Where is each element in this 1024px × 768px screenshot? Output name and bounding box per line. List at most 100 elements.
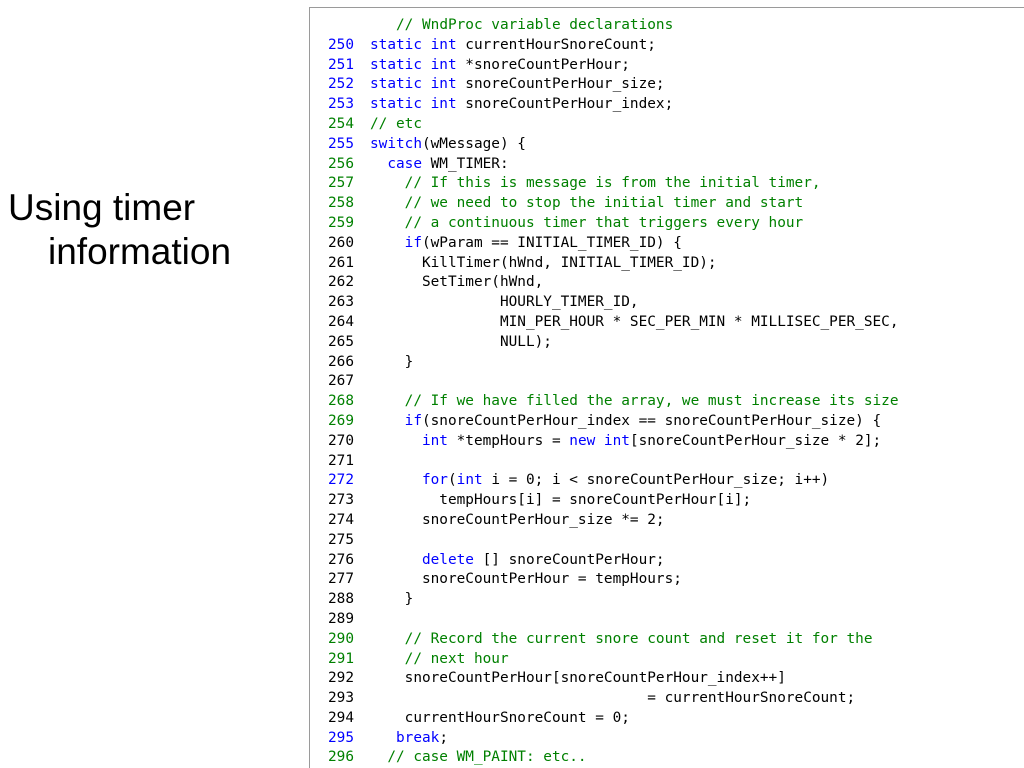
- code-token: // WndProc variable declarations: [396, 17, 674, 33]
- line-number: 256: [328, 155, 354, 172]
- line-number: 263: [328, 294, 354, 311]
- line-number: 255: [328, 135, 354, 152]
- code-token: new int: [569, 432, 630, 449]
- code-line: 253 static int snoreCountPerHour_index;: [328, 95, 899, 115]
- code-token: [370, 413, 405, 429]
- line-number: 273: [328, 492, 354, 509]
- code-token: snoreCountPerHour_size *= 2;: [370, 511, 665, 528]
- code-token: // we need to stop the initial timer and…: [404, 195, 804, 212]
- code-token: currentHourSnoreCount;: [456, 36, 656, 53]
- code-line: 267: [328, 372, 899, 392]
- line-number: 294: [328, 709, 354, 726]
- code-token: [370, 215, 405, 231]
- line-number: 296: [328, 749, 354, 766]
- code-token: delete: [421, 551, 474, 568]
- code-line: 271: [328, 452, 899, 472]
- code-token: KillTimer(hWnd, INITIAL_TIMER_ID);: [370, 254, 717, 271]
- code-line: 272 for(int i = 0; i < snoreCountPerHour…: [328, 471, 899, 491]
- code-token: *tempHours =: [447, 432, 570, 449]
- code-token: // etc: [370, 115, 422, 132]
- line-number: 274: [328, 511, 354, 528]
- code-token: [370, 631, 405, 647]
- slide-title: Using timer information: [8, 186, 298, 274]
- code-token: int: [421, 432, 448, 449]
- line-number: 264: [328, 313, 354, 330]
- line-number: 251: [328, 56, 354, 73]
- code-token: [370, 651, 405, 667]
- code-token: // If we have filled the array, we must …: [404, 393, 899, 410]
- code-token: }: [370, 591, 414, 608]
- line-number: 277: [328, 571, 354, 588]
- code-line: 288 }: [328, 590, 899, 610]
- code-token: [370, 472, 422, 488]
- code-listing-panel: // WndProc variable declarations 250 stati…: [309, 7, 1024, 768]
- code-token: if: [404, 412, 422, 429]
- line-number: 289: [328, 610, 354, 627]
- slide-title-line-1: Using timer: [8, 187, 196, 228]
- code-line: 293 = currentHourSnoreCount;: [328, 689, 899, 709]
- line-number: 258: [328, 195, 354, 212]
- code-token: MIN_PER_HOUR * SEC_PER_MIN * MILLISEC_PE…: [370, 313, 899, 330]
- line-number: 266: [328, 353, 354, 370]
- code-token: [370, 17, 396, 33]
- code-line: 296 // case WM_PAINT: etc..: [328, 748, 899, 768]
- code-line: 294 currentHourSnoreCount = 0;: [328, 709, 899, 729]
- code-token: static int: [370, 96, 457, 113]
- code-line: 289: [328, 610, 899, 630]
- code-token: static int: [370, 36, 457, 53]
- code-token: static int: [370, 56, 457, 73]
- code-token: // next hour: [404, 650, 509, 667]
- line-number: 252: [328, 76, 354, 93]
- line-number: 272: [328, 472, 354, 489]
- slide-title-line-2: information: [48, 231, 232, 272]
- code-line: 292 snoreCountPerHour[snoreCountPerHour_…: [328, 669, 899, 689]
- code-line: 261 KillTimer(hWnd, INITIAL_TIMER_ID);: [328, 254, 899, 274]
- line-number: 291: [328, 650, 354, 667]
- code-token: = currentHourSnoreCount;: [370, 690, 856, 707]
- code-token: [370, 730, 396, 746]
- code-line: // WndProc variable declarations: [328, 16, 899, 36]
- code-line: 258 // we need to stop the initial timer…: [328, 194, 899, 214]
- code-token: static int: [370, 76, 457, 93]
- line-number: 275: [328, 531, 354, 548]
- code-token: [370, 156, 387, 172]
- code-token: snoreCountPerHour_index;: [456, 96, 674, 113]
- code-token: [370, 393, 405, 409]
- code-line: 273 tempHours[i] = snoreCountPerHour[i];: [328, 491, 899, 511]
- code-line: 291 // next hour: [328, 650, 899, 670]
- code-token: WM_TIMER:: [421, 155, 509, 172]
- code-token: (: [447, 472, 457, 489]
- code-line: 265 NULL);: [328, 333, 899, 353]
- code-token: switch: [370, 135, 422, 152]
- code-token: (snoreCountPerHour_index == snoreCountPe…: [421, 412, 882, 429]
- code-line: 268 // If we have filled the array, we m…: [328, 392, 899, 412]
- line-number: 269: [328, 412, 354, 429]
- line-number: 267: [328, 373, 354, 390]
- code-token: }: [370, 353, 414, 370]
- code-token: [370, 433, 422, 449]
- code-token: [370, 235, 405, 251]
- code-line: 262 SetTimer(hWnd,: [328, 273, 899, 293]
- code-token: [370, 552, 422, 568]
- code-token: // a continuous timer that triggers ever…: [404, 214, 804, 231]
- code-token: i = 0; i < snoreCountPerHour_size; i++): [482, 472, 830, 489]
- code-line: 275: [328, 531, 899, 551]
- code-token: // Record the current snore count and re…: [404, 630, 873, 647]
- code-line: 263 HOURLY_TIMER_ID,: [328, 293, 899, 313]
- line-number: 257: [328, 175, 354, 192]
- code-token: [370, 195, 405, 211]
- code-token: currentHourSnoreCount = 0;: [370, 709, 630, 726]
- code-token: case: [387, 155, 422, 172]
- code-line: 259 // a continuous timer that triggers …: [328, 214, 899, 234]
- code-line: 277 snoreCountPerHour = tempHours;: [328, 570, 899, 590]
- code-line: 264 MIN_PER_HOUR * SEC_PER_MIN * MILLISE…: [328, 313, 899, 333]
- line-number: 295: [328, 729, 354, 746]
- line-number: 253: [328, 96, 354, 113]
- code-token: (wParam == INITIAL_TIMER_ID) {: [421, 234, 682, 251]
- code-line: 269 if(snoreCountPerHour_index == snoreC…: [328, 412, 899, 432]
- line-number: 250: [328, 36, 354, 53]
- line-number: 293: [328, 690, 354, 707]
- code-token: tempHours[i] = snoreCountPerHour[i];: [370, 492, 752, 509]
